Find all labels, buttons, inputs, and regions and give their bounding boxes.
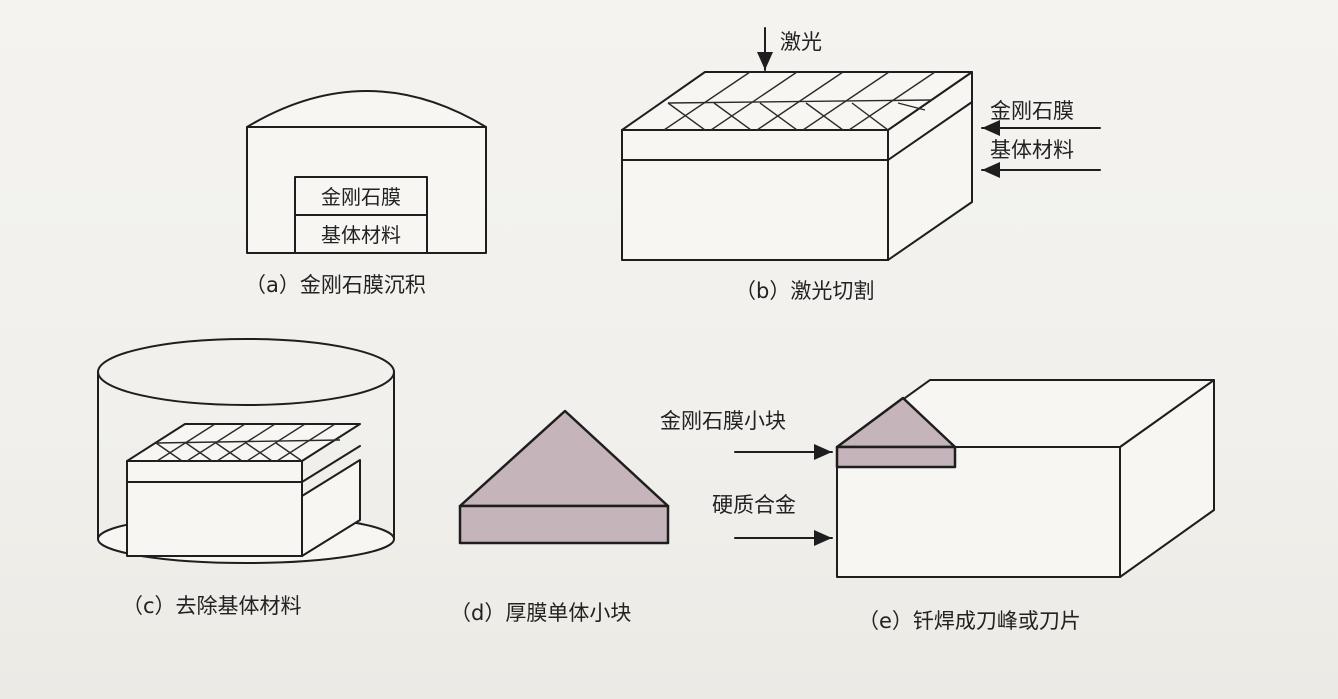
carbide-front-face [836, 446, 1121, 578]
panel-a-deposition: 金刚石膜 基体材料 （a）金刚石膜沉积 [245, 90, 487, 297]
chip-top-facet [458, 409, 670, 508]
panel-b-laser-cutting: 激光 金刚石膜 基体材料 （b）激光切割 [621, 27, 1101, 303]
brazed-chip-base [835, 445, 957, 469]
caption-c: （c）去除基体材料 [122, 594, 302, 618]
film-layer-box [294, 176, 428, 216]
substrate-layer-label: 基体材料 [321, 223, 401, 247]
substrate-layer-box [294, 214, 428, 254]
caption-d: （d）厚膜单体小块 [450, 601, 631, 625]
panel-d-film-chip: （d）厚膜单体小块 [450, 409, 670, 625]
laser-label: 激光 [780, 30, 822, 54]
substrate-label-b: 基体材料 [990, 138, 1074, 162]
block-c-cut-grid [155, 423, 341, 462]
beaker-walls [97, 371, 395, 540]
panel-c-remove-substrate: （c）去除基体材料 [97, 338, 395, 618]
block-c-film-side [301, 445, 361, 483]
block-c-front [126, 460, 303, 557]
block-c-top [126, 423, 361, 462]
caption-a: （a）金刚石膜沉积 [245, 273, 426, 297]
panel-e-brazed-tool: 金刚石膜小块 硬质合金 （e）钎焊成刀峰或刀片 [660, 379, 1215, 633]
chip-base [458, 504, 670, 545]
film-line-side [887, 101, 973, 161]
caption-b: （b）激光切割 [735, 279, 874, 303]
caption-e: （e）钎焊成刀峰或刀片 [858, 609, 1081, 633]
carbide-label: 硬质合金 [712, 493, 796, 517]
film-layer-label: 金刚石膜 [321, 185, 401, 209]
beaker-rim [97, 338, 395, 406]
laser-cut-grid [663, 71, 936, 131]
film-label-b: 金刚石膜 [990, 99, 1074, 123]
block-front-face [621, 129, 889, 261]
film-chip-label: 金刚石膜小块 [660, 409, 786, 433]
